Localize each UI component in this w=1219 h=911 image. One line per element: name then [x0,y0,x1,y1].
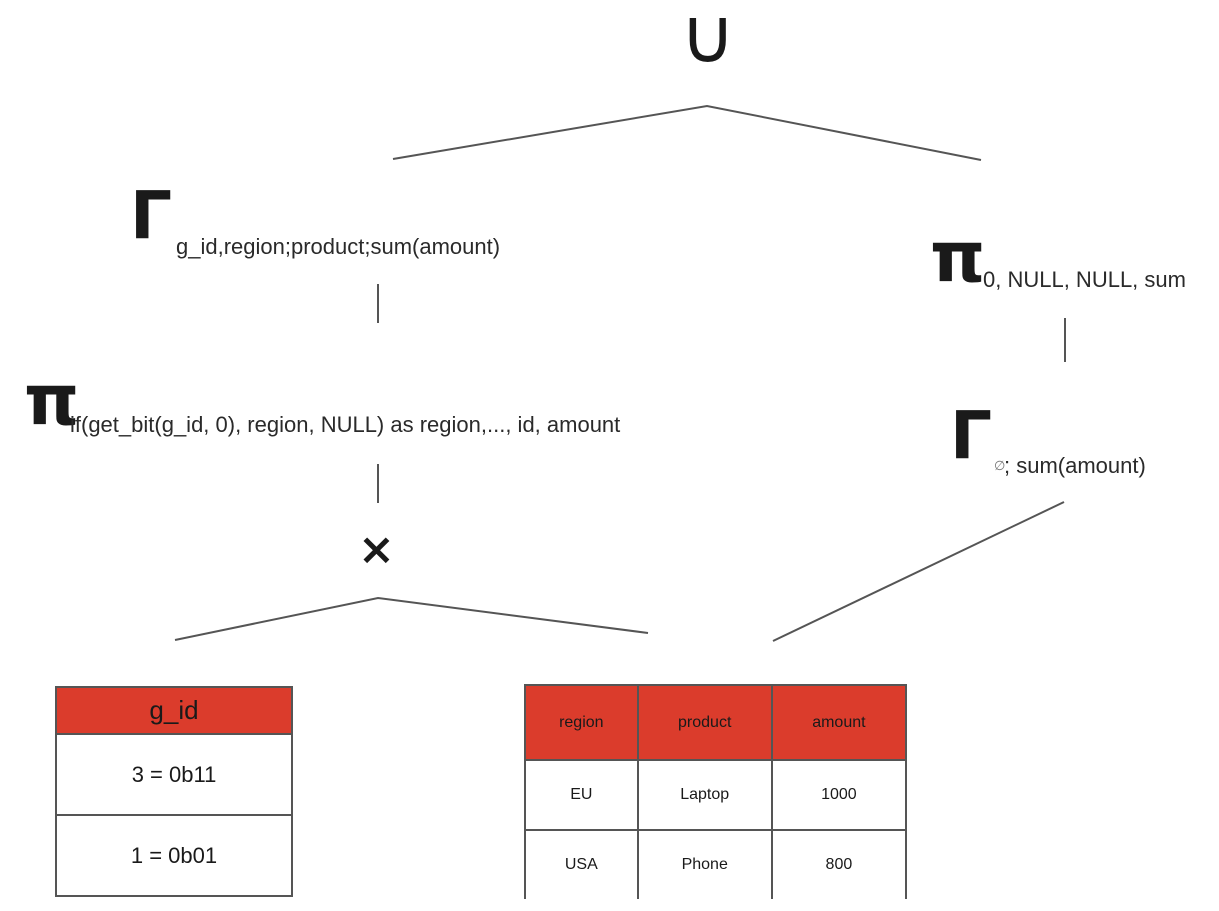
column-header-amount: amount [770,684,908,761]
right-aggregate-symbol: Γ [950,397,993,474]
product-cell: Phone [636,829,773,899]
union-operator: ∪ [680,0,736,80]
column-header-product: product [636,684,773,761]
cross-product-edges [174,596,649,641]
left-aggregate-symbol: Γ [130,177,173,254]
table-row: USA Phone 800 [524,829,908,899]
gid-table-header: g_id [55,686,293,735]
table-row: 3 = 0b11 [55,733,293,816]
sales-table: region product amount EU Laptop 1000 USA… [524,684,908,899]
amount-cell: 1000 [770,759,908,831]
right-aggregate-subscript-empty: ∅ [994,458,1006,473]
column-header-region: region [524,684,639,761]
union-edges [392,104,982,161]
table-row: EU Laptop 1000 [524,759,908,831]
table-row: 1 = 0b01 [55,814,293,897]
right-project-subscript: 0, NULL, NULL, sum [983,267,1186,292]
cross-product-operator: × [358,524,395,575]
product-cell: Laptop [636,759,773,831]
region-cell: EU [524,759,639,831]
region-cell: USA [524,829,639,899]
right-aggregate-subscript: ; sum(amount) [1004,453,1146,478]
gid-table: g_id 3 = 0b11 1 = 0b01 [55,686,293,897]
gid-cell: 1 = 0b01 [55,814,293,897]
left-aggregate-subscript: g_id,region;product;sum(amount) [176,234,501,259]
amount-cell: 800 [770,829,908,899]
right-project-symbol: π [930,216,986,298]
gid-cell: 3 = 0b11 [55,733,293,816]
edge-aggregate-to-table-right [772,501,1065,642]
left-project-symbol: π [24,359,80,441]
left-project-subscript: if(get_bit(g_id, 0), region, NULL) as re… [70,412,621,437]
